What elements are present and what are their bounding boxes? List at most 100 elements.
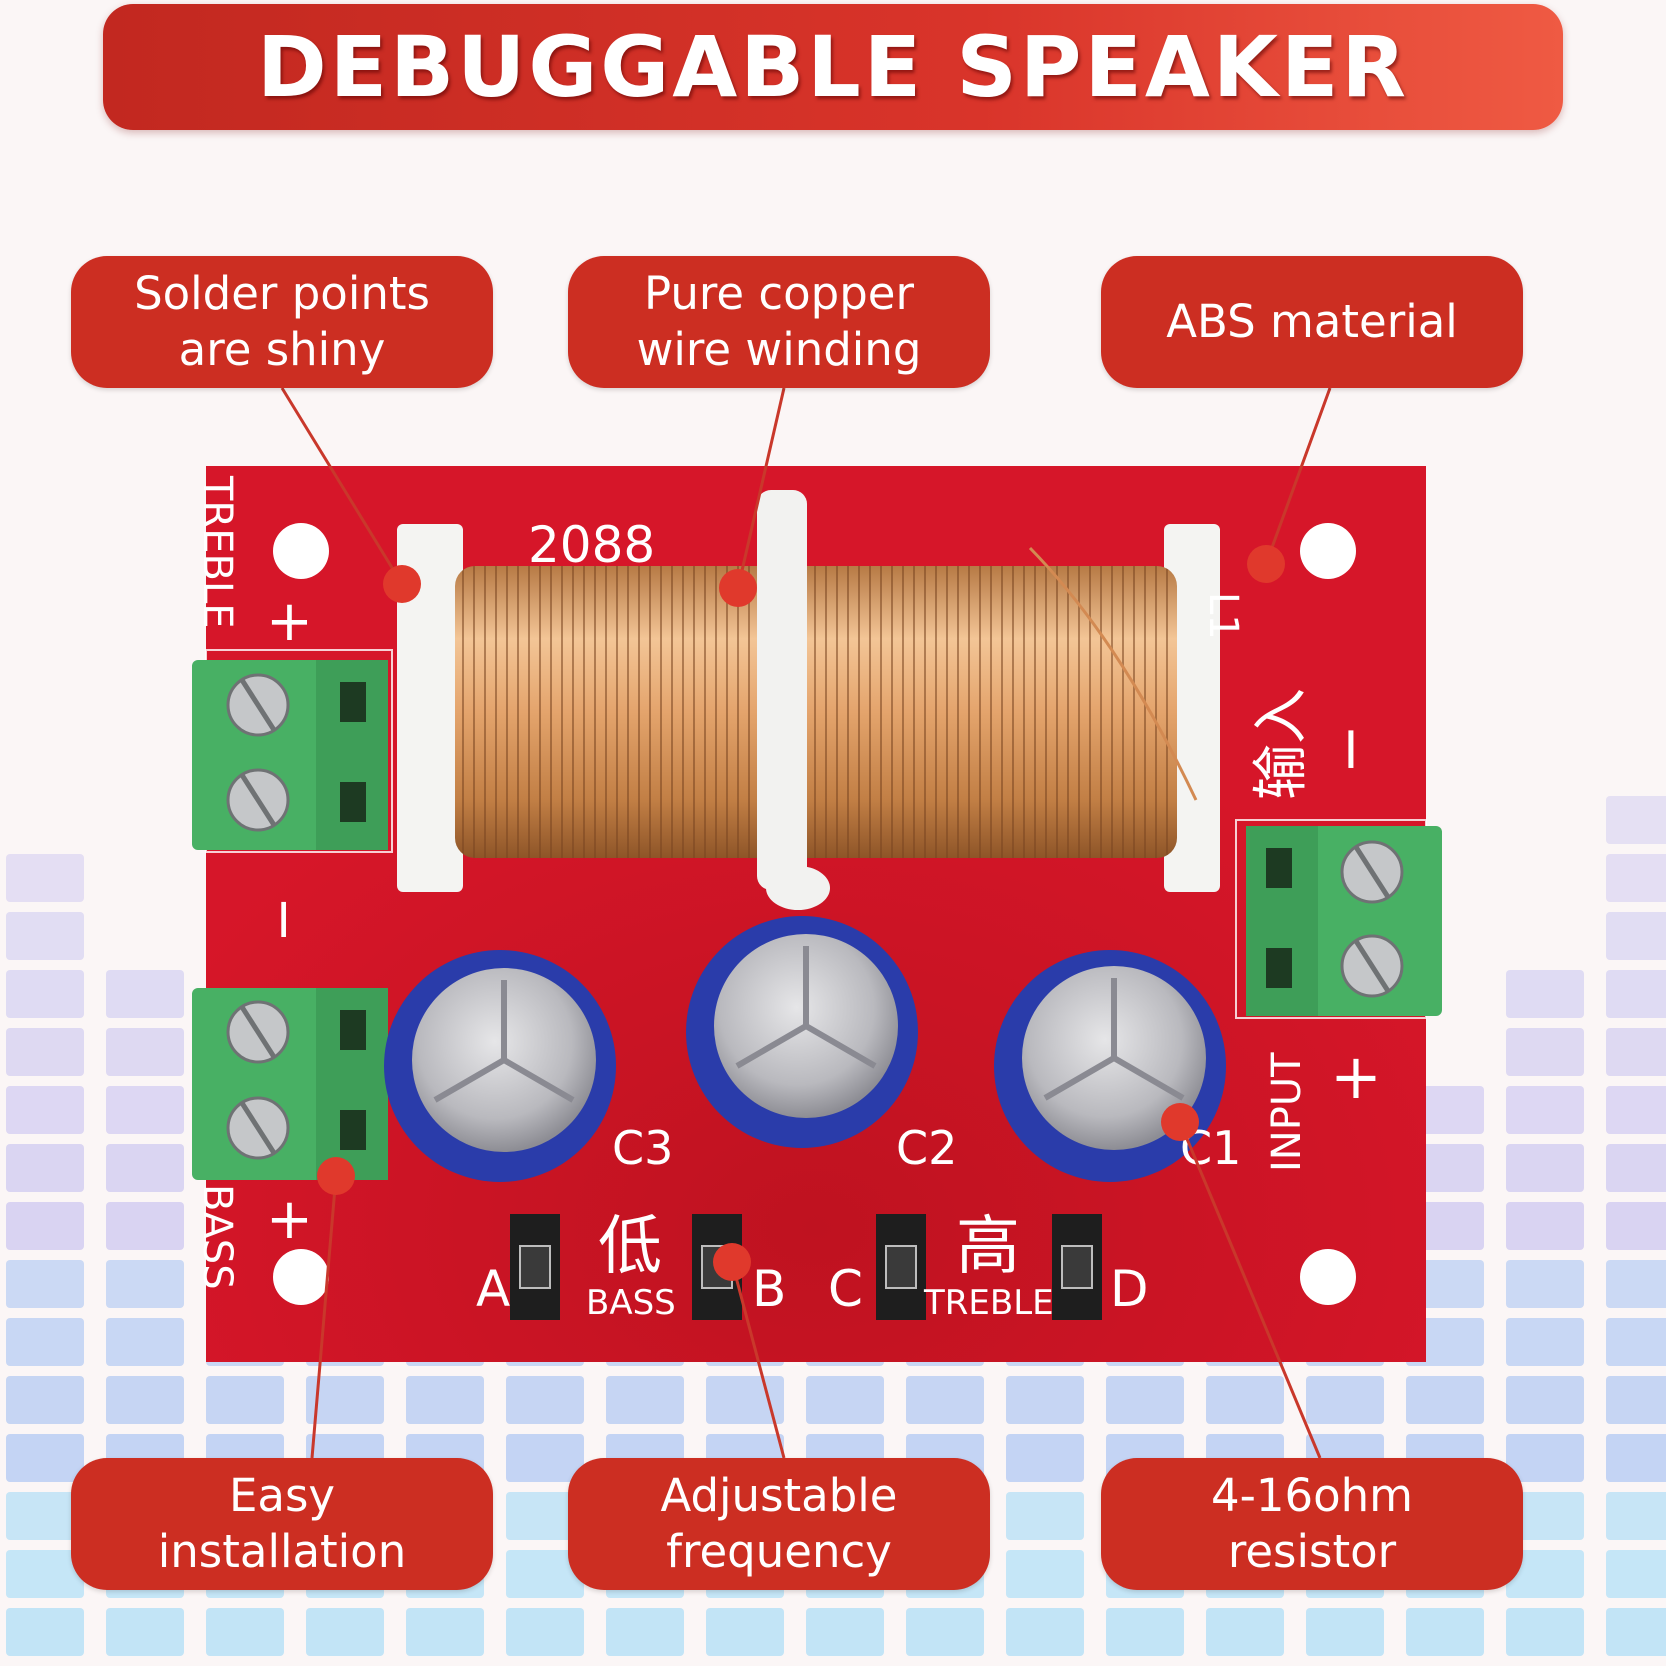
bobbin-flange xyxy=(1164,524,1220,892)
equalizer-cell xyxy=(1106,1608,1184,1656)
equalizer-cell xyxy=(6,854,84,902)
equalizer-cell xyxy=(1606,970,1666,1018)
equalizer-cell xyxy=(6,1144,84,1192)
input-minus-label: − xyxy=(1317,724,1387,774)
equalizer-cell xyxy=(1606,1028,1666,1076)
callout-line: frequency xyxy=(666,1525,892,1578)
jumper-header-a xyxy=(510,1214,560,1320)
equalizer-cell xyxy=(6,1550,84,1598)
equalizer-cell xyxy=(1406,1608,1484,1656)
equalizer-cell xyxy=(406,1608,484,1656)
equalizer-cell xyxy=(1206,1376,1284,1424)
terminal-block-bass xyxy=(192,988,388,1180)
equalizer-cell xyxy=(1606,1608,1666,1656)
cap-c3-label: C3 xyxy=(612,1121,673,1175)
callout-line: resistor xyxy=(1227,1525,1397,1578)
equalizer-cell xyxy=(6,1202,84,1250)
equalizer-cell xyxy=(906,1376,984,1424)
equalizer-cell xyxy=(1306,1376,1384,1424)
callout-abs-material: ABS material xyxy=(1101,256,1523,388)
equalizer-cell xyxy=(1006,1492,1084,1540)
jumper-d-label: D xyxy=(1110,1260,1149,1318)
mount-hole xyxy=(1300,1249,1356,1305)
callout-line: installation xyxy=(157,1525,407,1578)
equalizer-cell xyxy=(6,912,84,960)
equalizer-cell xyxy=(1506,1144,1584,1192)
cap-c2-label: C2 xyxy=(896,1121,957,1175)
inductor-label: L1 xyxy=(1200,592,1246,640)
equalizer-cell xyxy=(6,1318,84,1366)
equalizer-cell xyxy=(1506,1086,1584,1134)
callout-line: Solder points xyxy=(134,267,430,320)
equalizer-cell xyxy=(1506,1434,1584,1482)
callout-line: wire winding xyxy=(636,323,922,376)
callout-line: Pure copper xyxy=(644,267,914,320)
equalizer-cell xyxy=(6,1086,84,1134)
equalizer-cell xyxy=(106,1202,184,1250)
equalizer-cell xyxy=(1506,970,1584,1018)
equalizer-cell xyxy=(1606,1376,1666,1424)
banner-title: DEBUGGABLE SPEAKER xyxy=(256,18,1410,116)
equalizer-cell xyxy=(1506,1608,1584,1656)
equalizer-cell xyxy=(1506,1028,1584,1076)
equalizer-cell xyxy=(6,1260,84,1308)
equalizer-cell xyxy=(1606,796,1666,844)
equalizer-cell xyxy=(106,970,184,1018)
equalizer-cell xyxy=(1006,1608,1084,1656)
equalizer-cell xyxy=(1606,1318,1666,1366)
cn-low-label: 低 xyxy=(598,1210,662,1284)
capacitor-c3 xyxy=(384,950,616,1182)
equalizer-cell xyxy=(106,1260,184,1308)
equalizer-cell xyxy=(1106,1376,1184,1424)
callout-line: Easy xyxy=(228,1469,336,1522)
treble-label: TREBLE xyxy=(194,475,240,629)
treble-minus-label: − xyxy=(252,896,317,943)
jumper-c-label: C xyxy=(828,1260,863,1318)
equalizer-cell xyxy=(106,1086,184,1134)
equalizer-cell xyxy=(6,1608,84,1656)
equalizer-cell xyxy=(806,1608,884,1656)
equalizer-cell xyxy=(206,1608,284,1656)
equalizer-cell xyxy=(1606,912,1666,960)
equalizer-cell xyxy=(806,1376,884,1424)
cn-input-label: 输入 xyxy=(1249,688,1314,800)
capacitor-c2 xyxy=(686,916,918,1148)
jumper-b-label: B xyxy=(752,1260,786,1318)
equalizer-cell xyxy=(206,1376,284,1424)
title-banner: DEBUGGABLE SPEAKER xyxy=(103,4,1563,130)
equalizer-cell xyxy=(1506,1376,1584,1424)
equalizer-cell xyxy=(506,1492,584,1540)
input-label: INPUT xyxy=(1264,1052,1310,1172)
equalizer-cell xyxy=(6,1492,84,1540)
equalizer-cell xyxy=(706,1608,784,1656)
callout-leaders xyxy=(280,387,1332,1459)
jumper-header-d xyxy=(1052,1214,1102,1320)
equalizer-cell xyxy=(1006,1376,1084,1424)
equalizer-cell xyxy=(906,1608,984,1656)
equalizer-cell xyxy=(606,1608,684,1656)
callout-line: 4-16ohm xyxy=(1210,1469,1414,1522)
treble-jumper-label: TREBLE xyxy=(923,1283,1054,1323)
equalizer-cell xyxy=(1406,1376,1484,1424)
equalizer-cell xyxy=(6,1434,84,1482)
bobbin-flange xyxy=(397,524,463,892)
callout-line: Adjustable xyxy=(660,1469,898,1522)
input-plus-label: + xyxy=(1330,1040,1382,1113)
bass-label: BASS xyxy=(194,1184,240,1290)
equalizer-cell xyxy=(106,1028,184,1076)
equalizer-cell xyxy=(506,1608,584,1656)
equalizer-cell xyxy=(306,1608,384,1656)
equalizer-cell xyxy=(1006,1550,1084,1598)
equalizer-cell xyxy=(406,1376,484,1424)
cn-high-label: 高 xyxy=(956,1210,1020,1284)
equalizer-cell xyxy=(6,1376,84,1424)
equalizer-cell xyxy=(1606,1492,1666,1540)
equalizer-cell xyxy=(1506,1202,1584,1250)
terminal-block-treble xyxy=(192,660,388,850)
